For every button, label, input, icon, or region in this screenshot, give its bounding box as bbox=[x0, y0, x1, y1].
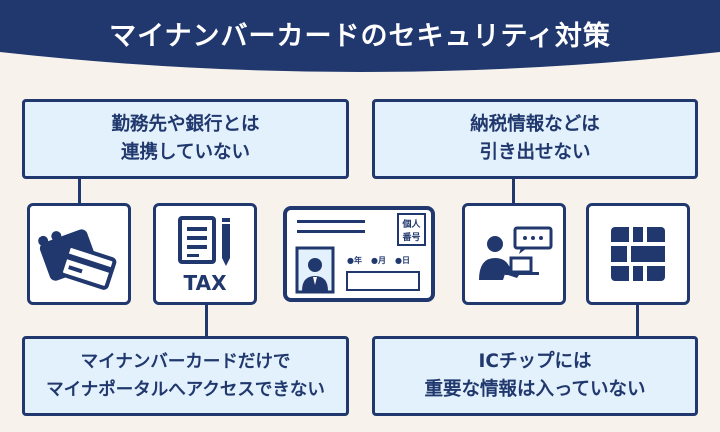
note-line: マイナンバーカードだけで bbox=[80, 352, 291, 372]
note-line: 連携していない bbox=[121, 142, 250, 163]
banner-shape bbox=[0, 0, 720, 72]
date-field-year: ●年 bbox=[347, 255, 362, 265]
person-computer-icon bbox=[479, 226, 553, 280]
note-line: 重要な情報は入っていない bbox=[424, 379, 646, 400]
title-banner: マイナンバーカードのセキュリティ対策 bbox=[0, 0, 720, 82]
connector-line bbox=[78, 176, 81, 206]
my-number-card: 個人 番号 ●年 ●月 ●日 bbox=[283, 206, 435, 302]
date-field-day: ●日 bbox=[395, 256, 410, 265]
wallet-cards-icon bbox=[38, 229, 117, 290]
stamp-text: 番号 bbox=[401, 231, 420, 243]
ic-chip-icon bbox=[609, 226, 667, 282]
note-ic-chip: ICチップには 重要な情報は入っていない bbox=[372, 336, 698, 416]
connector-line bbox=[636, 303, 639, 339]
note-line: 引き出せない bbox=[479, 142, 591, 163]
date-field-month: ●月 bbox=[371, 256, 386, 265]
note-not-linked: 勤務先や銀行とは 連携していない bbox=[22, 99, 349, 179]
id-card-icon: 個人 番号 ●年 ●月 ●日 bbox=[295, 213, 426, 294]
note-line: 勤務先や銀行とは bbox=[111, 114, 260, 135]
connector-line bbox=[512, 176, 515, 206]
page-title: マイナンバーカードのセキュリティ対策 bbox=[109, 21, 611, 52]
note-portal-access: マイナンバーカードだけで マイナポータルへアクセスできない bbox=[22, 336, 349, 416]
note-line: マイナポータルへアクセスできない bbox=[46, 380, 325, 400]
tax-document-icon: TAX bbox=[178, 216, 230, 295]
connector-line bbox=[205, 303, 208, 339]
wallet-tile bbox=[27, 203, 131, 305]
computer-tile bbox=[462, 203, 566, 305]
ic-chip-tile bbox=[586, 203, 690, 305]
note-line: ICチップには bbox=[478, 351, 592, 372]
note-line: 納税情報などは bbox=[470, 114, 600, 135]
portrait-icon bbox=[302, 258, 328, 291]
note-tax-info: 納税情報などは 引き出せない bbox=[372, 99, 698, 179]
tax-label: TAX bbox=[184, 271, 228, 295]
tax-tile: TAX bbox=[153, 203, 257, 305]
stamp-text: 個人 bbox=[401, 218, 421, 230]
